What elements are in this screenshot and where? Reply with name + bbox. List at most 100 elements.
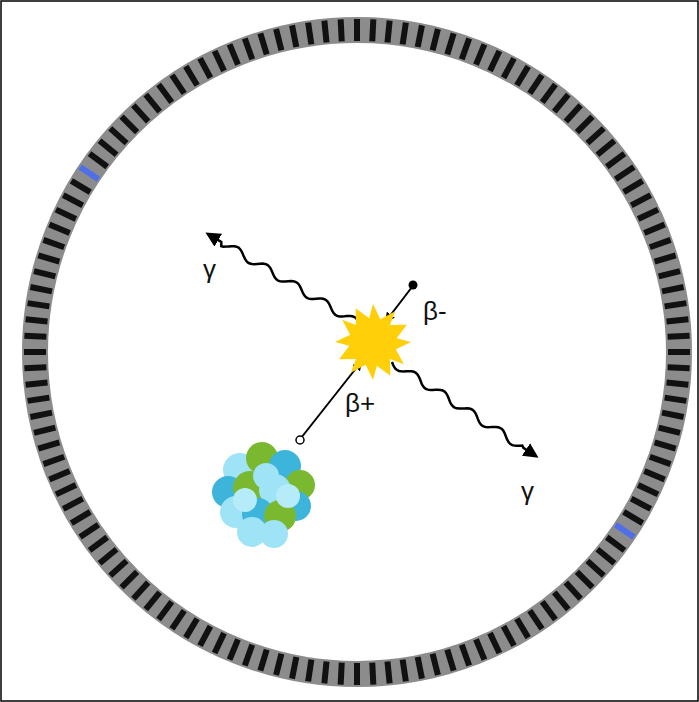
detector-crystal	[30, 410, 53, 420]
detector-crystal	[415, 656, 425, 679]
detector-crystal	[649, 454, 672, 467]
detector-crystal	[585, 126, 605, 145]
detector-crystal	[369, 19, 376, 41]
detector-crystal	[658, 268, 681, 279]
detector-crystal	[48, 222, 71, 236]
detector-crystal	[257, 32, 269, 55]
detector-crystal	[242, 644, 255, 667]
detector-crystal	[575, 114, 595, 134]
detector-crystal	[55, 207, 77, 222]
detector-crystal	[119, 570, 139, 590]
detector-crystal	[668, 349, 690, 355]
detector-crystal	[78, 522, 100, 539]
detector-crystal	[564, 580, 583, 600]
detector-crystal	[143, 591, 162, 612]
detector-crystal	[33, 425, 56, 436]
detector-crystal	[630, 496, 652, 512]
detector-crystal	[156, 83, 174, 104]
gamma-label: γ	[521, 476, 534, 506]
detector-crystal	[643, 222, 666, 236]
detector-crystal	[527, 73, 544, 95]
detector-crystal	[62, 192, 84, 208]
detector-crystal	[415, 25, 425, 48]
detector-crystal	[384, 20, 392, 42]
detector-crystal	[62, 496, 84, 512]
detector-crystal	[37, 252, 60, 264]
detector-crystal	[42, 454, 65, 467]
detector-crystal	[459, 37, 472, 60]
detector-crystal	[273, 28, 284, 51]
detector-crystal	[400, 659, 409, 682]
detector-crystal	[637, 482, 659, 497]
detector-crystal	[605, 151, 626, 169]
detector-crystal	[487, 632, 502, 654]
nucleon	[233, 488, 257, 512]
detector-crystal	[289, 25, 299, 48]
detector-crystal	[305, 22, 314, 45]
detector-crystal	[338, 19, 345, 41]
detector-crystal	[666, 316, 688, 324]
detector-crystal	[575, 570, 595, 590]
detector-crystal	[183, 65, 199, 87]
detector-crystal	[614, 165, 636, 182]
detector-crystal	[637, 207, 659, 222]
detector-crystal	[197, 625, 213, 647]
detector-crystal	[667, 333, 689, 340]
detector-crystal	[596, 138, 617, 157]
detector-crystal	[227, 43, 241, 66]
detector-crystal	[212, 632, 227, 654]
detector-crystal	[527, 609, 544, 631]
detector-crystal	[30, 284, 53, 294]
detector-crystal	[273, 653, 284, 676]
detector-crystal	[321, 661, 329, 683]
detector-crystal	[501, 625, 517, 647]
detector-crystal	[649, 237, 672, 250]
detector-crystal	[354, 663, 360, 685]
detector-crystal	[487, 50, 502, 72]
detector-crystal	[654, 439, 677, 451]
detector-crystal	[108, 126, 128, 145]
detector-crystal	[33, 268, 56, 279]
detector-crystal	[131, 103, 150, 123]
detector-crystal	[88, 535, 109, 553]
detector-crystal	[88, 151, 109, 169]
detector-crystal	[501, 57, 517, 79]
positron	[296, 436, 304, 444]
gamma-label: γ	[203, 254, 216, 284]
detector-crystal	[354, 19, 360, 41]
detector-crystal	[119, 114, 139, 134]
detector-crystal	[661, 410, 684, 420]
detector-crystal	[444, 649, 456, 672]
detector-crystal	[27, 395, 50, 404]
electron	[409, 281, 418, 290]
detector-crystal	[98, 138, 119, 157]
detector-crystal	[25, 316, 47, 324]
detector-crystal	[430, 28, 441, 51]
detector-crystal	[430, 653, 441, 676]
gamma-ray	[208, 234, 360, 325]
detector-crystal	[242, 37, 255, 60]
active-detector	[614, 522, 636, 539]
detector-crystal	[667, 364, 689, 371]
detector-crystal	[305, 659, 314, 682]
detector-crystal	[666, 379, 688, 387]
annihilation-burst	[335, 304, 411, 380]
detector-crystal	[514, 617, 530, 639]
detector-crystal	[48, 468, 71, 482]
detector-crystal	[70, 178, 92, 194]
detector-crystal	[227, 638, 241, 661]
detector-crystal	[622, 509, 644, 525]
detector-crystal	[540, 600, 558, 621]
detector-crystal	[444, 32, 456, 55]
detector-crystal	[131, 580, 150, 600]
detector-crystal	[605, 535, 626, 553]
detector-crystal	[24, 364, 46, 371]
detector-crystal	[658, 425, 681, 436]
detector-crystal	[55, 482, 77, 497]
detector-crystal	[212, 50, 227, 72]
detector-crystal	[643, 468, 666, 482]
detector-crystal	[473, 43, 487, 66]
detector-crystal	[552, 591, 571, 612]
active-detector	[78, 165, 100, 182]
